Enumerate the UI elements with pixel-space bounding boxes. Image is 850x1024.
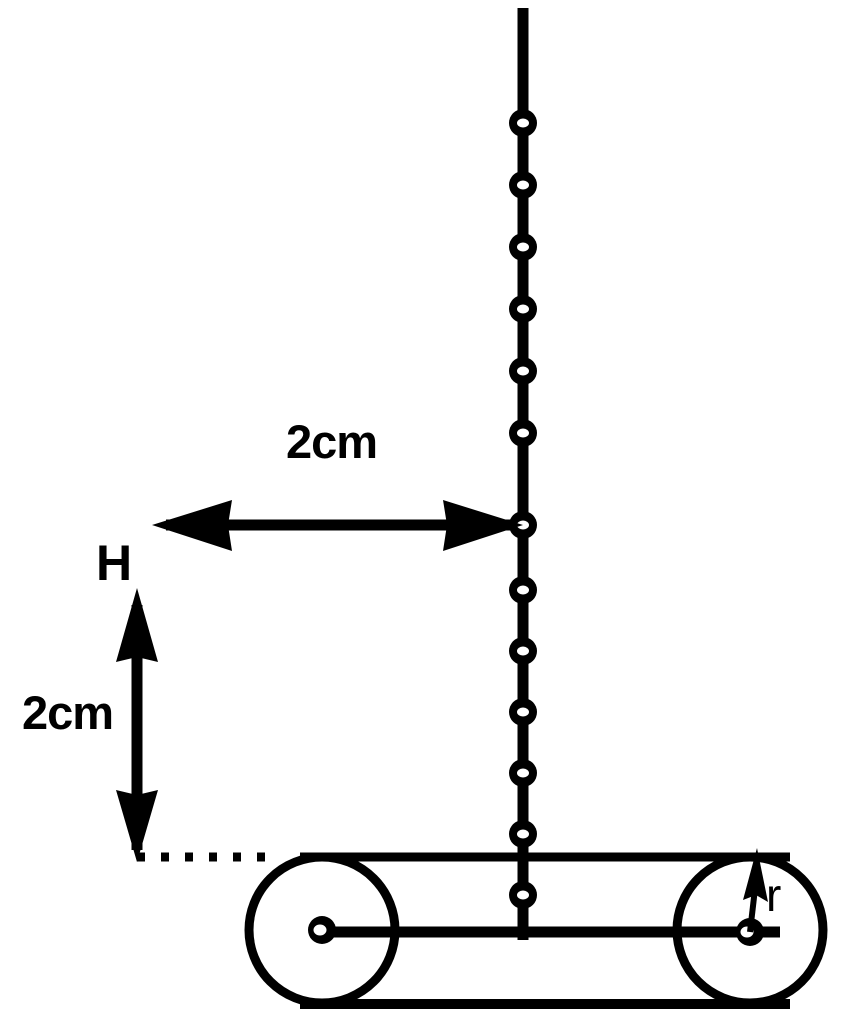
chain-bead-hole: [517, 829, 529, 839]
chain-bead: [509, 881, 537, 909]
chain-bead-hole: [517, 118, 529, 128]
vertical-arrow-head-top: [116, 588, 158, 662]
height-symbol-label: H: [96, 535, 133, 591]
chain-bead: [509, 820, 537, 848]
horizontal-dimension-arrow: [152, 500, 523, 551]
chain-bead-hole: [517, 646, 529, 656]
chain-bead: [509, 171, 537, 199]
chain-bead-hole: [517, 890, 529, 900]
chain-bead-hole: [517, 428, 529, 438]
chain-bead: [509, 576, 537, 604]
cylinder-left-hub: [308, 916, 336, 944]
chain-bead-hole: [517, 304, 529, 314]
cylinder-group: [244, 852, 828, 1009]
horizontal-arrow-head-left: [152, 500, 232, 551]
chain-bead-hole: [517, 768, 529, 778]
chain-bead: [509, 357, 537, 385]
chain-bead: [509, 109, 537, 137]
beaded-chain-group: [509, 8, 537, 940]
vertical-dimension-arrow: [116, 588, 158, 862]
chain-bead-hole: [517, 242, 529, 252]
horizontal-arrow-head-right: [443, 500, 523, 551]
chain-bead-hole: [517, 366, 529, 376]
radius-arrow: [743, 848, 768, 933]
chain-beads: [509, 109, 537, 909]
vertical-dimension-label: 2cm: [22, 686, 114, 739]
chain-bead: [509, 295, 537, 323]
chain-bead-hole: [517, 585, 529, 595]
chain-bead: [509, 637, 537, 665]
chain-bead: [509, 419, 537, 447]
horizontal-dimension-label: 2cm: [286, 415, 378, 468]
chain-bead-hole: [517, 707, 529, 717]
chain-bead-hole: [517, 180, 529, 190]
left-hub-hole: [313, 924, 327, 936]
chain-bead: [509, 233, 537, 261]
vertical-arrow-head-bottom: [116, 790, 158, 862]
radius-symbol-label: r: [766, 869, 782, 921]
radius-arrow-head: [743, 848, 768, 902]
chain-bead: [509, 759, 537, 787]
chain-bead: [509, 698, 537, 726]
